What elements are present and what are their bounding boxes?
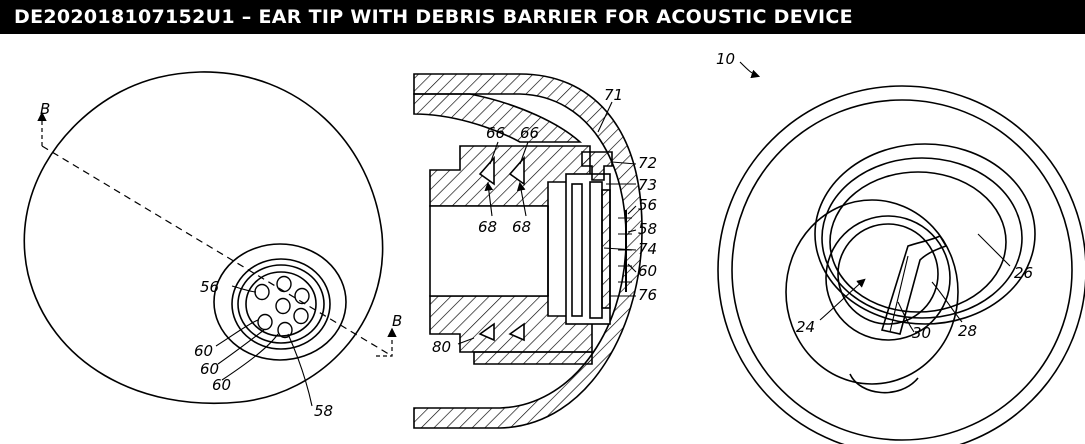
right-figure-labels: 10 26 24 30 28 <box>716 50 1033 342</box>
flange-80 <box>474 352 592 364</box>
label-24: 24 <box>796 318 815 336</box>
label-28: 28 <box>958 322 977 340</box>
label-73: 73 <box>638 176 657 194</box>
label-72: 72 <box>638 154 657 172</box>
label-10: 10 <box>716 50 735 68</box>
label-58: 58 <box>314 402 333 420</box>
rim-26 <box>815 144 1035 324</box>
left-figure-labels: B B 56 60 60 60 58 <box>40 100 402 420</box>
label-68-b: 68 <box>512 218 531 236</box>
barrier-holes <box>255 277 309 338</box>
label-56: 56 <box>200 278 219 296</box>
label-56: 56 <box>638 196 657 214</box>
label-71: 71 <box>604 86 623 104</box>
label-74: 74 <box>638 240 657 258</box>
label-58: 58 <box>638 220 657 238</box>
label-66-a: 66 <box>486 124 505 142</box>
label-60-a: 60 <box>194 342 213 360</box>
label-76: 76 <box>638 286 657 304</box>
nozzle-ring-28 <box>826 216 950 340</box>
label-section-b-bottom: B <box>392 312 402 330</box>
section-line <box>42 146 392 356</box>
patent-drawing: B B 56 60 60 60 58 <box>0 34 1085 444</box>
header-bar: DE202018107152U1 – EAR TIP WITH DEBRIS B… <box>0 0 1085 34</box>
label-68-a: 68 <box>478 218 497 236</box>
nozzle-body <box>786 200 958 384</box>
label-30: 30 <box>912 324 931 342</box>
label-section-b-top: B <box>40 100 50 118</box>
label-60: 60 <box>638 262 657 280</box>
label-26: 26 <box>1014 264 1033 282</box>
section-arrow-bottom <box>376 330 392 356</box>
label-80: 80 <box>432 338 451 356</box>
label-60-c: 60 <box>212 376 231 394</box>
page-title: DE202018107152U1 – EAR TIP WITH DEBRIS B… <box>14 6 853 28</box>
label-66-b: 66 <box>520 124 539 142</box>
debris-barrier-ring <box>246 272 316 336</box>
